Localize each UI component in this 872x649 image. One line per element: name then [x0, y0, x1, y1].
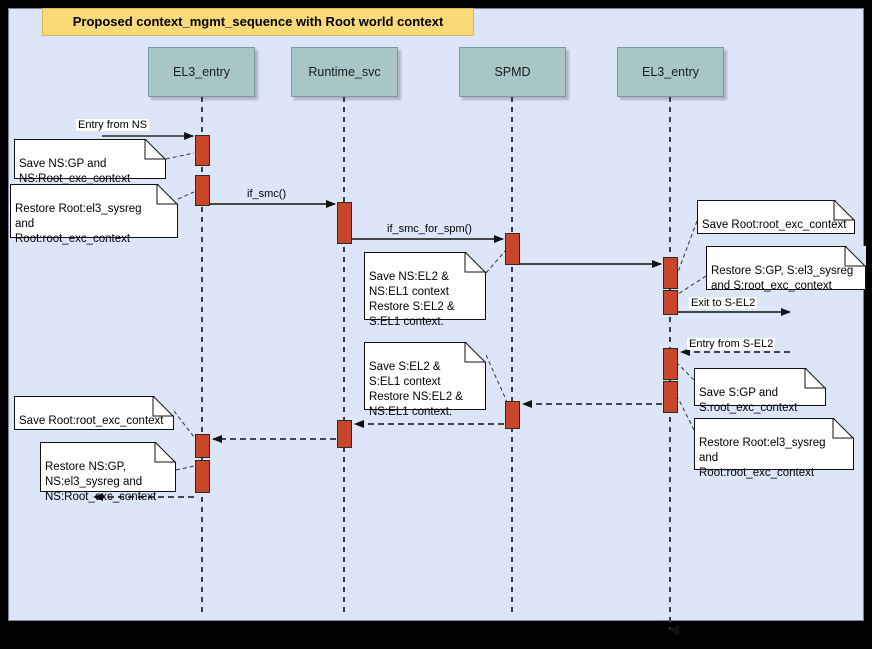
note-restore-root-el3-sysreg-1: Restore Root:el3_sysreg and Root:root_ex…: [10, 184, 178, 245]
note-fold-icon: [146, 139, 166, 159]
activation-bar: [663, 257, 678, 289]
note-save-root-exc-context-left: Save Root:root_exc_context: [14, 396, 174, 430]
note-text: Restore S:GP, S:el3_sysreg and S:root_ex…: [711, 265, 854, 292]
note-fold-icon: [154, 396, 174, 416]
activation-bar: [337, 202, 352, 244]
note-save-ns-gp: Save NS:GP and NS:Root_exc_context: [14, 139, 166, 185]
note-save-s-el2-restore-ns-el2: Save S:EL2 & S:EL1 context Restore NS:EL…: [364, 342, 486, 418]
activation-bar: [195, 175, 210, 206]
activation-bar: [195, 460, 210, 493]
activation-bar: [195, 135, 210, 166]
note-text: Save NS:EL2 & NS:EL1 context Restore S:E…: [369, 271, 455, 328]
note-text: Restore Root:el3_sysreg and Root:root_ex…: [15, 203, 142, 245]
activation-bar: [337, 420, 352, 448]
message-label-if-smc-for-spm: if_smc_for_spm(): [387, 223, 472, 235]
diagram-title-banner: Proposed context_mgmt_sequence with Root…: [42, 8, 474, 36]
activation-bar: [663, 381, 678, 413]
activation-bar: [505, 401, 520, 429]
participant-label: EL3_entry: [173, 65, 230, 79]
message-label-entry-from-s-el2: Entry from S-EL2: [687, 338, 776, 350]
participant-label: EL3_entry: [642, 65, 699, 79]
message-label-exit-to-s-el2: Exit to S-EL2: [689, 297, 758, 309]
activation-bar: [663, 348, 678, 380]
note-save-root-exc-context-right: Save Root:root_exc_context: [697, 200, 855, 234]
note-text: Restore Root:el3_sysreg and Root:root_ex…: [699, 437, 826, 479]
participant-el3-entry-right[interactable]: EL3_entry: [617, 47, 724, 97]
note-text: Restore NS:GP, NS:el3_sysreg and NS:Root…: [45, 461, 157, 503]
note-text: Save S:EL2 & S:EL1 context Restore NS:EL…: [369, 361, 463, 418]
activation-bar: [195, 434, 210, 458]
note-fold-icon: [834, 418, 854, 438]
note-fold-icon: [835, 200, 855, 220]
note-text: Save Root:root_exc_context: [19, 415, 164, 427]
participant-label: Runtime_svc: [308, 65, 381, 79]
note-fold-icon: [466, 252, 486, 272]
note-restore-ns-gp-el3-sysreg: Restore NS:GP, NS:el3_sysreg and NS:Root…: [40, 442, 176, 503]
note-restore-s-gp-el3-sysreg: Restore S:GP, S:el3_sysreg and S:root_ex…: [706, 246, 866, 292]
participant-runtime-svc[interactable]: Runtime_svc: [291, 47, 398, 97]
note-save-ns-el2-restore-s-el2: Save NS:EL2 & NS:EL1 context Restore S:E…: [364, 252, 486, 328]
note-fold-icon: [158, 184, 178, 204]
activation-bar: [505, 233, 520, 265]
activation-bar: [663, 290, 678, 315]
note-restore-root-el3-sysreg-2: Restore Root:el3_sysreg and Root:root_ex…: [694, 418, 854, 479]
note-text: Save NS:GP and NS:Root_exc_context: [19, 158, 131, 185]
participant-label: SPMD: [494, 65, 531, 79]
note-save-s-gp-root-exc-context: Save S:GP and S:root_exc_context: [694, 368, 826, 414]
message-label-entry-from-ns: Entry from NS: [76, 119, 150, 131]
note-fold-icon: [846, 246, 866, 266]
note-text: Save Root:root_exc_context: [702, 219, 847, 231]
note-fold-icon: [156, 442, 176, 462]
note-text: Save S:GP and S:root_exc_context: [699, 387, 798, 414]
note-fold-icon: [466, 342, 486, 362]
participant-el3-entry-left[interactable]: EL3_entry: [148, 47, 255, 97]
message-label-if-smc: if_smc(): [247, 188, 287, 200]
note-fold-icon: [806, 368, 826, 388]
participant-spmd[interactable]: SPMD: [459, 47, 566, 97]
